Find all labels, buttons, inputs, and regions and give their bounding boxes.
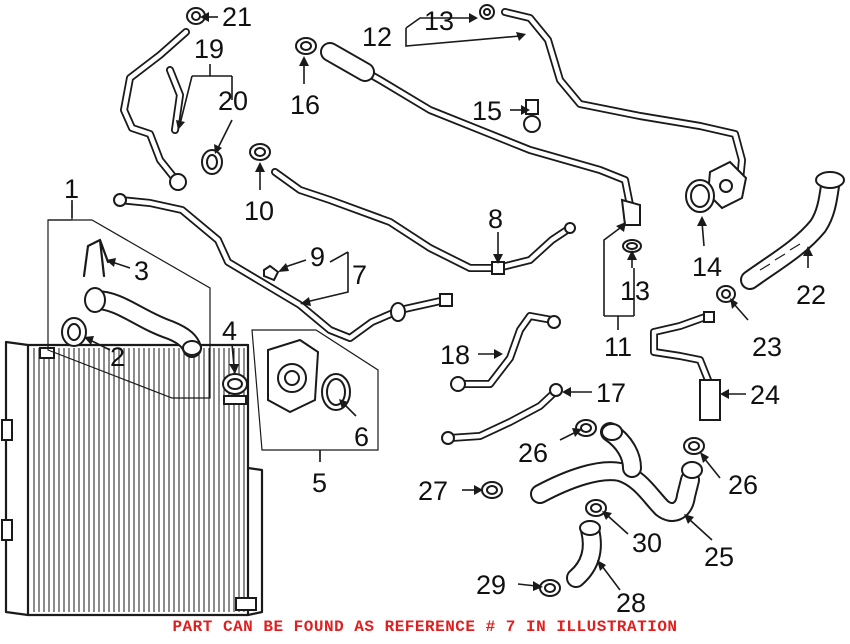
clip-15: [523, 99, 541, 133]
hose-19: [120, 28, 190, 191]
callout-25: 25: [704, 542, 734, 572]
callout-11: 11: [604, 332, 632, 362]
clamp-27: [481, 481, 503, 499]
clamp-4: [222, 373, 248, 405]
callout-13a: 13: [424, 6, 454, 36]
bracket-9: [263, 264, 280, 282]
part-group-1: [47, 203, 211, 399]
pipe-7: [113, 193, 453, 342]
clamp-10: [249, 143, 271, 161]
callout-22: 22: [796, 280, 826, 310]
callout-6: 6: [354, 422, 369, 452]
callout-9: 9: [310, 242, 325, 272]
callout-17: 17: [596, 378, 626, 408]
clamp-29: [539, 579, 561, 597]
callout-18: 18: [440, 340, 470, 370]
clamp-23: [716, 285, 736, 303]
callout-30: 30: [632, 528, 662, 558]
callout-23: 23: [752, 332, 782, 362]
callout-13b: 13: [620, 276, 650, 306]
callout-4: 4: [222, 316, 237, 346]
callout-19: 19: [194, 34, 224, 64]
pipe-8: [271, 168, 576, 275]
callout-20: 20: [218, 86, 248, 116]
callout-26b: 26: [728, 470, 758, 500]
callout-12: 12: [362, 22, 392, 52]
callout-7: 7: [352, 260, 367, 290]
pipe-11: [320, 42, 641, 226]
clamp-30: [585, 499, 607, 517]
callout-15: 15: [472, 96, 502, 126]
callout-28: 28: [616, 588, 646, 618]
callout-24: 24: [750, 380, 780, 410]
callout-16: 16: [290, 90, 320, 120]
callout-26a: 26: [518, 438, 548, 468]
radiator: [1, 340, 264, 617]
callout-2: 2: [110, 342, 125, 372]
seal-13-upper: [479, 4, 495, 20]
callout-1: 1: [64, 174, 79, 204]
callout-3: 3: [134, 256, 149, 286]
callout-21: 21: [222, 2, 252, 32]
seal-20: [201, 149, 223, 175]
seal-14: [685, 179, 715, 213]
pipe-24: [650, 311, 721, 421]
clamp-26-left: [575, 419, 597, 437]
clamp-21: [186, 7, 206, 25]
clamp-16: [295, 37, 317, 55]
callout-5: 5: [312, 468, 327, 498]
reference-notice: PART CAN BE FOUND AS REFERENCE # 7 IN IL…: [172, 618, 678, 636]
hose-25: [530, 422, 703, 522]
callout-10: 10: [244, 196, 274, 226]
hose-17: [441, 383, 563, 445]
callout-8: 8: [488, 204, 503, 234]
hose-18: [450, 312, 561, 392]
leader-lines: [71, 12, 813, 591]
callout-14: 14: [692, 252, 722, 282]
callout-29: 29: [476, 570, 506, 600]
hose-22: [740, 171, 845, 290]
clamp-26-right: [683, 437, 705, 455]
callout-labels: 1 2 3 4 5 6 7 8 9 10 11 12 13 13 14 15 1…: [64, 2, 826, 618]
hose-28: [566, 520, 602, 588]
callout-27: 27: [418, 476, 448, 506]
